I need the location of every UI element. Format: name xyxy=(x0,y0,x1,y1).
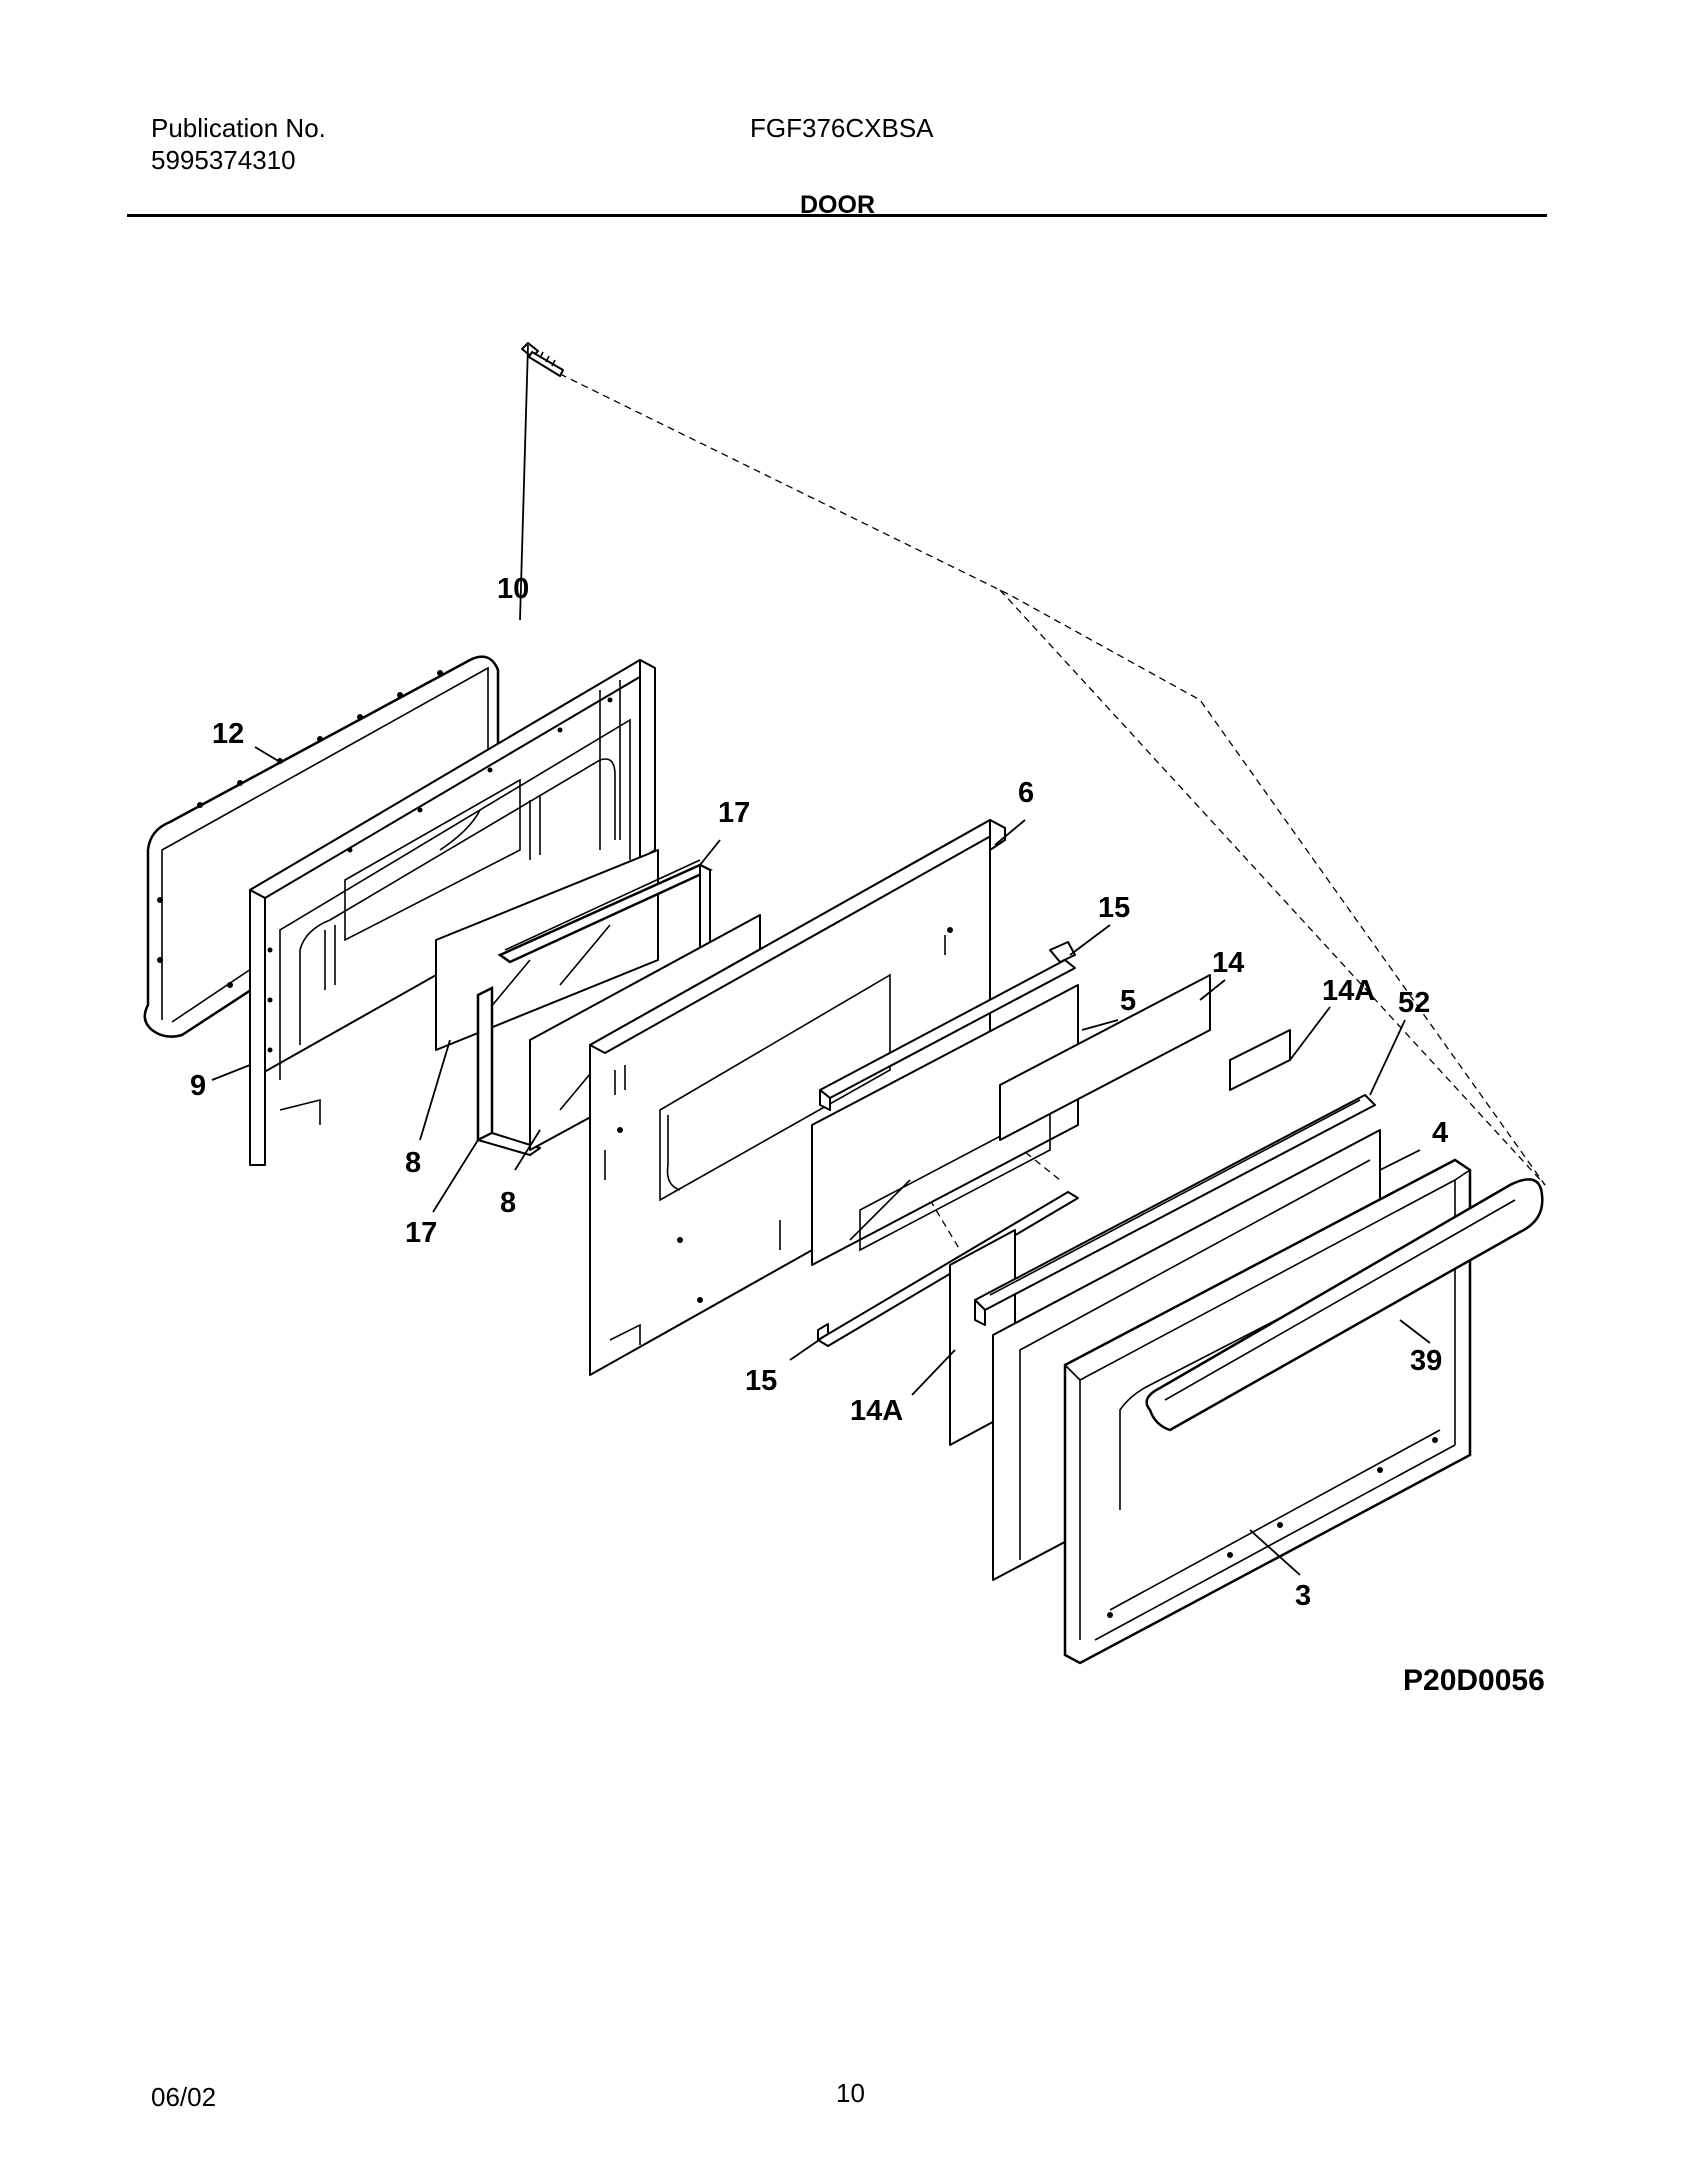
page-number: 10 xyxy=(836,2078,865,2108)
callout-39: 39 xyxy=(1410,1345,1442,1377)
bracket-upper-part xyxy=(819,941,1076,1111)
callout-4: 4 xyxy=(1432,1117,1448,1149)
model-number: FGF376CXBSA xyxy=(750,113,934,143)
callout-3: 3 xyxy=(1295,1580,1311,1612)
publication-number: 5995374310 xyxy=(151,145,296,175)
trim-channel-part xyxy=(974,1094,1376,1326)
callout-10: 10 xyxy=(497,573,529,605)
door-handle-part xyxy=(1145,1178,1544,1432)
screw-part xyxy=(521,342,564,377)
inner-door-liner-part xyxy=(249,659,656,1166)
callout-17-upper: 17 xyxy=(718,797,750,829)
callout-14: 14 xyxy=(1212,947,1244,979)
callout-17-lower: 17 xyxy=(405,1217,437,1249)
callout-14a-upper: 14A xyxy=(1322,975,1375,1007)
callout-6: 6 xyxy=(1018,777,1034,809)
callout-15-upper: 15 xyxy=(1098,892,1130,924)
header-rule xyxy=(127,214,1547,217)
callout-8-lower: 8 xyxy=(500,1187,516,1219)
callout-14a-lower: 14A xyxy=(850,1395,903,1427)
callout-15-lower: 15 xyxy=(745,1365,777,1397)
callout-52: 52 xyxy=(1398,987,1430,1019)
insulation-upper-part xyxy=(1229,1029,1291,1091)
callout-8-upper: 8 xyxy=(405,1147,421,1179)
glass-pack-upper-part xyxy=(497,859,713,964)
drawing-code: P20D0056 xyxy=(1403,1664,1545,1697)
callout-9: 9 xyxy=(190,1070,206,1102)
callout-12: 12 xyxy=(212,718,244,750)
footer-date: 06/02 xyxy=(151,2082,217,2112)
glass-pack-lower-part xyxy=(476,985,541,1156)
insulation-part xyxy=(999,974,1211,1141)
publication-label: Publication No. xyxy=(151,113,326,143)
leader-lines xyxy=(211,344,1431,1576)
callout-5: 5 xyxy=(1120,985,1136,1017)
